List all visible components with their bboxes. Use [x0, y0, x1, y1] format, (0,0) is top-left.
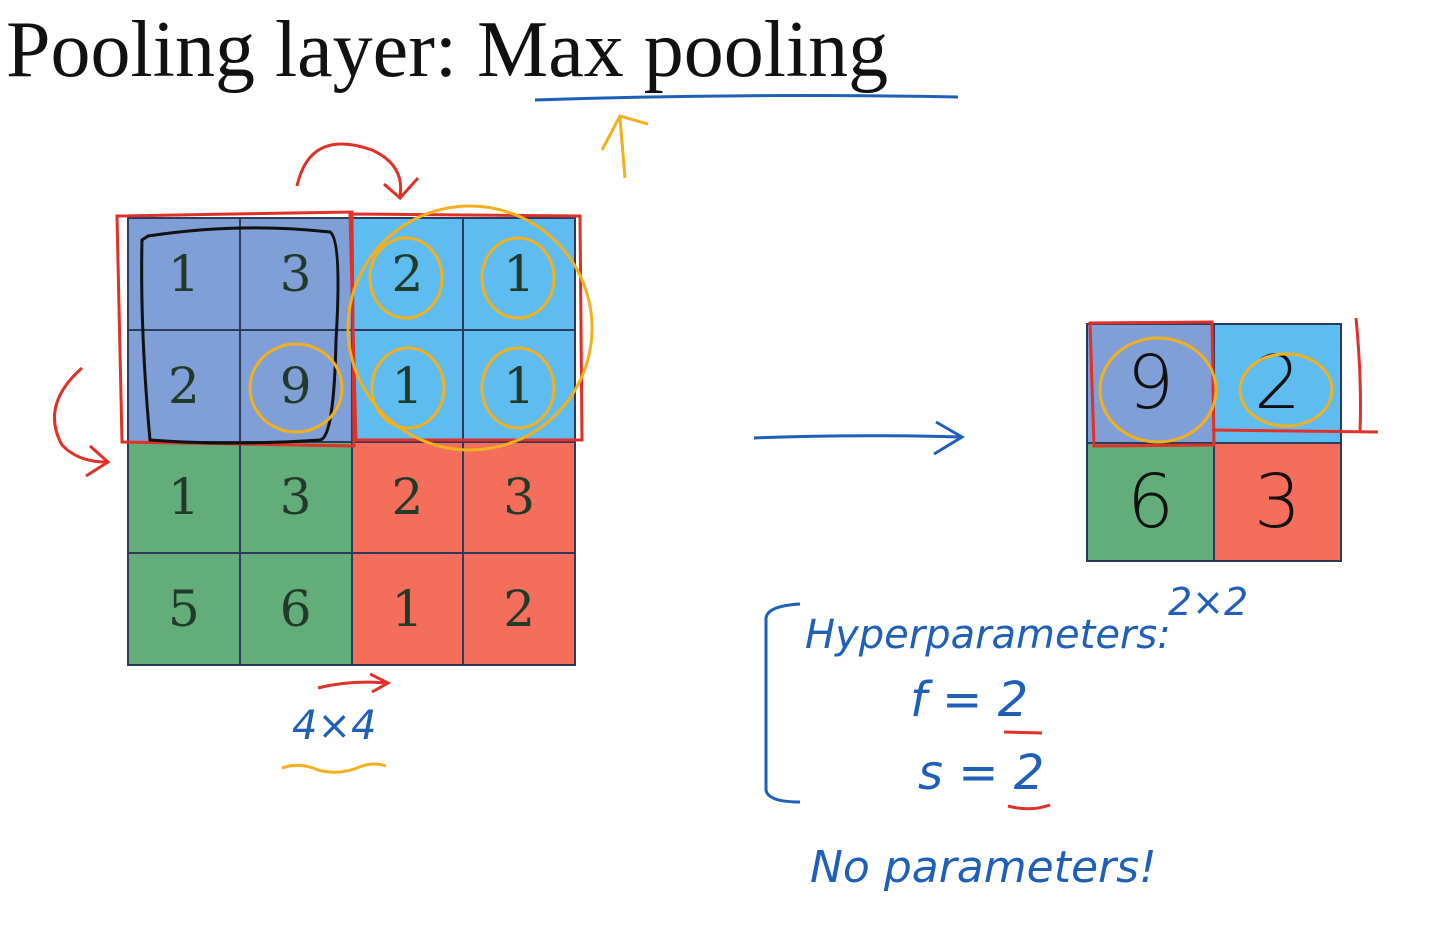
- transform-arrow: [753, 420, 965, 456]
- output-cell: 3: [1214, 442, 1341, 561]
- stride-line: s = 2: [918, 745, 1045, 801]
- slide-title: Pooling layer: Max pooling: [6, 6, 889, 94]
- size-squiggle: [281, 762, 387, 774]
- input-cell: 1: [351, 329, 464, 442]
- input-cell: 9: [239, 329, 352, 442]
- input-size-label: 4×4: [292, 703, 377, 749]
- input-cell: 5: [128, 553, 240, 665]
- input-cell: 3: [463, 441, 575, 554]
- input-cell: 2: [463, 553, 575, 665]
- hyperparameters-heading: Hyperparameters:: [805, 612, 1171, 658]
- stride-down-arrow: [53, 366, 111, 478]
- input-cell: 2: [128, 329, 240, 442]
- stride-right-arrow: [295, 142, 420, 201]
- output-cell: 6: [1087, 442, 1214, 561]
- output-size-label: 2×2: [1168, 580, 1249, 624]
- input-cell: 1: [463, 218, 575, 330]
- input-cell: 2: [351, 441, 464, 554]
- input-cell: 1: [128, 218, 240, 330]
- hyperparam-bracket: [764, 602, 801, 804]
- no-parameters-note: No parameters!: [810, 842, 1157, 893]
- f-underline: [1003, 730, 1043, 735]
- input-cell: 1: [128, 441, 240, 554]
- bottom-red-arrow: [317, 672, 392, 694]
- input-cell: 2: [351, 218, 464, 330]
- input-cell: 1: [463, 329, 575, 442]
- input-cell: 3: [239, 441, 352, 554]
- input-cell: 3: [239, 218, 352, 330]
- title-underline: [534, 94, 959, 102]
- input-cell: 1: [351, 553, 464, 665]
- output-cell: 9: [1087, 324, 1214, 443]
- output-cell: 2: [1214, 324, 1341, 443]
- s-underline: [1007, 803, 1051, 811]
- title-pointer-arrow: [600, 114, 649, 179]
- filter-size-line: f = 2: [910, 672, 1029, 728]
- input-cell: 6: [239, 553, 352, 665]
